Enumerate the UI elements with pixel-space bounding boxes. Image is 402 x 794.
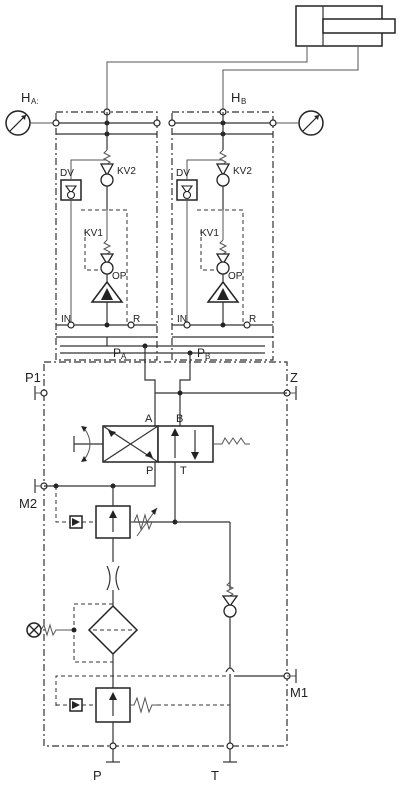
directional-valve [73,425,250,463]
label-pa-sub: A [121,352,127,361]
pressure-relief-valve-upper [55,486,158,562]
valve-module-a [52,108,161,361]
orifice-throttle [106,565,120,606]
label-kv1-a: KV1 [84,228,103,239]
filter-element [73,603,139,688]
label-pb: P [197,346,205,360]
label-hb-sub: B [241,97,246,106]
line-cylinder-b [222,46,359,112]
hydraulic-cylinder [295,5,396,47]
pressure-gauge-b-icon [298,110,324,136]
valve-module-b [168,108,277,361]
clogging-indicator-icon [26,622,77,638]
label-pa: P [113,346,121,360]
label-z: Z [290,370,298,385]
label-m2: M2 [19,496,37,511]
label-valve-a: A [145,413,153,425]
label-kv2-b: KV2 [233,166,252,177]
main-manifold-box [43,361,288,747]
label-ha: H [21,90,30,105]
label-kv1-b: KV1 [200,228,219,239]
label-pb-sub: B [205,352,210,361]
label-r-a: R [133,314,140,325]
label-dv-a: DV [60,168,74,179]
label-valve-b: B [176,413,183,425]
pressure-relief-valve-lower [56,687,230,746]
label-t-bottom: T [211,768,219,783]
check-valve-tank [221,581,239,746]
line-cylinder-a [106,46,308,112]
label-in-b: IN [177,314,187,325]
label-op-b: OP [228,271,243,282]
label-op-a: OP [112,271,127,282]
label-p1: P1 [25,370,41,385]
label-kv2-a: KV2 [117,166,136,177]
label-hb: H [231,90,240,105]
label-m1: M1 [290,685,308,700]
label-ha-sub: A: [31,97,39,106]
pressure-gauge-a-icon [5,110,31,136]
label-valve-t: T [180,465,187,477]
label-dv-b: DV [176,168,190,179]
label-in-a: IN [61,314,71,325]
label-r-b: R [249,314,256,325]
label-valve-p: P [146,465,153,477]
label-p-bottom: P [93,768,102,783]
